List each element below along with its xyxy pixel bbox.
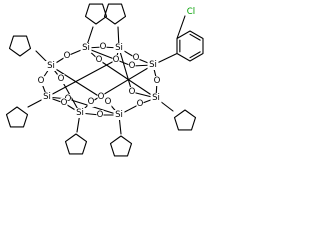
atom-label-background bbox=[87, 97, 95, 107]
chlorine-bond bbox=[176, 15, 186, 40]
silicon-atom-right-lower: Si bbox=[152, 93, 160, 103]
oxygen-atom: O bbox=[64, 51, 71, 61]
atom-label-background bbox=[45, 61, 57, 71]
atom-label-background bbox=[99, 42, 107, 52]
atom-label-background bbox=[153, 76, 161, 86]
cyclopentyl-ring-bottom-right bbox=[109, 135, 133, 157]
bond-o_cr-si_tl bbox=[85, 47, 133, 67]
substituent-ring-layer bbox=[5, 3, 204, 157]
silicon-atom-bottom-right: Si bbox=[115, 110, 123, 120]
cyclopentyl-ring-left bbox=[8, 35, 32, 57]
oxygen-atom: O bbox=[96, 55, 103, 65]
oxygen-atom: O bbox=[88, 97, 95, 107]
oxygen-atom: O bbox=[65, 94, 72, 104]
atom-label-background bbox=[150, 93, 162, 103]
atom-label-background bbox=[64, 94, 72, 104]
atom-label-background bbox=[112, 55, 120, 65]
atom-label-background bbox=[185, 7, 197, 17]
oxygen-atom: O bbox=[61, 98, 68, 108]
oxygen-atom: O bbox=[129, 87, 136, 97]
silicon-atom-left-lower: Si bbox=[43, 92, 51, 102]
atom-label-background bbox=[37, 76, 45, 86]
silicon-atom-right: Si bbox=[149, 60, 157, 70]
cyclopentyl-ring-left-lower bbox=[5, 106, 29, 128]
bond-o_rl-si_tr bbox=[118, 47, 133, 93]
oxygen-atom: O bbox=[105, 97, 112, 107]
silicon-atom-bottom-left: Si bbox=[76, 108, 84, 118]
cyclopentyl-ring-top-left bbox=[84, 3, 108, 25]
atom-label-background bbox=[80, 43, 92, 53]
oxygen-atom: O bbox=[58, 74, 65, 84]
atom-label-background bbox=[57, 74, 65, 84]
oxygen-atom: O bbox=[100, 42, 107, 52]
oxygen-atom: O bbox=[137, 99, 144, 109]
oxygen-atom: O bbox=[154, 76, 161, 86]
silicon-atom-top-left: Si bbox=[82, 43, 90, 53]
atom-label-background bbox=[97, 92, 105, 102]
atom-label-background bbox=[136, 99, 144, 109]
atom-label-background bbox=[113, 110, 125, 120]
atom-label-background bbox=[74, 108, 86, 118]
atom-label-background bbox=[41, 92, 53, 102]
oxygen-atom: O bbox=[113, 55, 120, 65]
oxygen-atom: O bbox=[133, 53, 140, 63]
chlorophenyl-ring bbox=[176, 30, 204, 62]
chlorine-atom: Cl bbox=[187, 7, 195, 17]
oxygen-atom: O bbox=[97, 110, 104, 120]
atom-label-background bbox=[63, 51, 71, 61]
cyclopentyl-ring-bottom-left bbox=[64, 133, 88, 155]
cyclopentyl-ring-top-right bbox=[103, 3, 127, 25]
atom-label-background bbox=[147, 60, 159, 70]
atom-label-background bbox=[96, 110, 104, 120]
bond-o_c1-si_rl bbox=[98, 59, 157, 99]
atom-label-background bbox=[104, 97, 112, 107]
oxygen-atom: O bbox=[98, 92, 105, 102]
aromatic-double-bond bbox=[189, 33, 201, 41]
atom-label-background bbox=[113, 43, 125, 53]
atom-label-background bbox=[132, 53, 140, 63]
atom-label-background bbox=[95, 55, 103, 65]
atom-label-background bbox=[128, 61, 136, 71]
silicon-atom-left: Si bbox=[47, 61, 55, 71]
aromatic-double-bond bbox=[189, 51, 201, 59]
oxygen-atom: O bbox=[38, 76, 45, 86]
atom-label-background bbox=[60, 98, 68, 108]
silicon-atom-top-right: Si bbox=[115, 43, 123, 53]
cyclopentyl-ring-right-lower bbox=[173, 109, 197, 131]
atom-label-background bbox=[128, 87, 136, 97]
bond-o_c2-si_ll bbox=[46, 59, 117, 98]
oxygen-atom: O bbox=[129, 61, 136, 71]
